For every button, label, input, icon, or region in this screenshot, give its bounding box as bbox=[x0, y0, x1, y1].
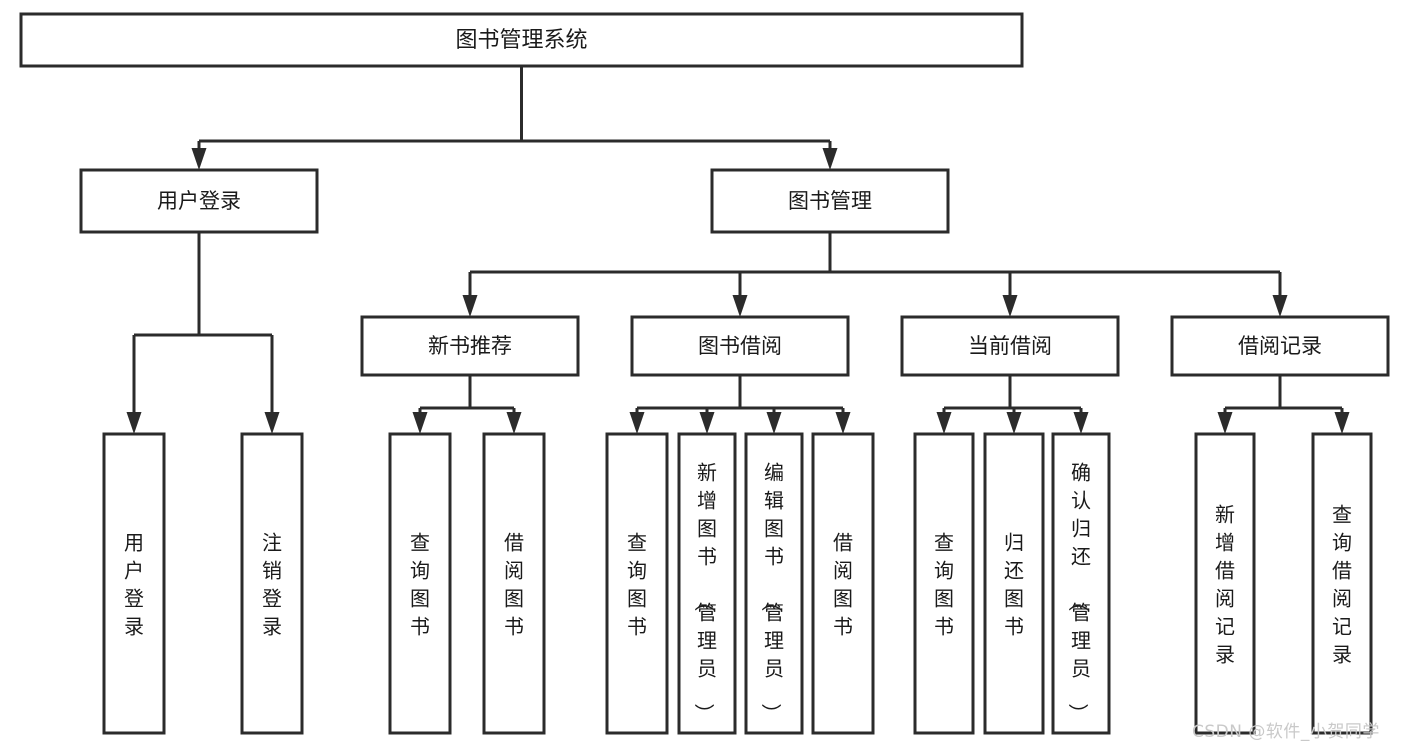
node-box[interactable] bbox=[983, 432, 1045, 735]
node-user-login[interactable]: 用户登录 bbox=[79, 168, 319, 234]
node-new-book-recommend[interactable]: 新书推荐 bbox=[360, 315, 580, 377]
arrow-head-icon bbox=[126, 412, 142, 434]
node-box[interactable] bbox=[482, 432, 546, 735]
arrow-head-icon bbox=[506, 412, 522, 434]
node-box[interactable] bbox=[1311, 432, 1373, 735]
arrow-head-icon bbox=[699, 412, 715, 434]
node-label: 查询图书 bbox=[627, 530, 647, 638]
arrow-head-icon bbox=[264, 412, 280, 434]
node-leaf-confirm-return-admin[interactable]: 确认归还（管理员） bbox=[1051, 432, 1111, 735]
connector-group bbox=[1217, 375, 1350, 434]
arrow-head-icon bbox=[1334, 412, 1350, 434]
node-label: 查询图书 bbox=[934, 530, 954, 638]
arrow-head-icon bbox=[1002, 295, 1018, 317]
node-root[interactable]: 图书管理系统 bbox=[19, 12, 1024, 68]
arrow-head-icon bbox=[1217, 412, 1233, 434]
node-leaf-edit-book-admin[interactable]: 编辑图书（管理员） bbox=[744, 432, 804, 735]
connector-group bbox=[629, 375, 851, 434]
node-leaf-query-book-3[interactable]: 查询图书 bbox=[913, 432, 975, 735]
node-label: 借阅图书 bbox=[504, 530, 524, 638]
node-leaf-query-book-2[interactable]: 查询图书 bbox=[605, 432, 669, 735]
node-box[interactable] bbox=[605, 432, 669, 735]
node-box[interactable] bbox=[79, 168, 319, 234]
node-borrow-record[interactable]: 借阅记录 bbox=[1170, 315, 1390, 377]
node-label: 借阅图书 bbox=[833, 530, 853, 638]
node-label: 归还图书 bbox=[1004, 530, 1024, 638]
node-box[interactable] bbox=[102, 432, 166, 735]
node-label: 图书管理系统 bbox=[455, 28, 587, 53]
node-box[interactable] bbox=[240, 432, 304, 735]
node-box[interactable] bbox=[677, 432, 737, 735]
arrow-head-icon bbox=[822, 148, 838, 170]
arrow-head-icon bbox=[936, 412, 952, 434]
arrow-head-icon bbox=[462, 295, 478, 317]
node-leaf-add-borrow-record[interactable]: 新增借阅记录 bbox=[1194, 432, 1256, 735]
connector-group bbox=[126, 232, 280, 434]
node-label: 图书管理 bbox=[788, 189, 872, 213]
connector-group bbox=[412, 375, 522, 434]
node-book-borrow[interactable]: 图书借阅 bbox=[630, 315, 850, 377]
node-layer: 图书管理系统用户登录图书管理新书推荐图书借阅当前借阅借阅记录用户登录注销登录查询… bbox=[19, 12, 1390, 735]
arrow-head-icon bbox=[835, 412, 851, 434]
arrow-head-icon bbox=[766, 412, 782, 434]
node-label: 编辑图书（管理员） bbox=[759, 460, 784, 723]
watermark-label: CSDN @软件_小贺同学 bbox=[1192, 722, 1380, 742]
arrow-head-icon bbox=[732, 295, 748, 317]
arrow-head-icon bbox=[191, 148, 207, 170]
node-box[interactable] bbox=[1194, 432, 1256, 735]
node-leaf-query-borrow-record[interactable]: 查询借阅记录 bbox=[1311, 432, 1373, 735]
node-box[interactable] bbox=[19, 12, 1024, 68]
node-box[interactable] bbox=[1170, 315, 1390, 377]
arrow-head-icon bbox=[412, 412, 428, 434]
node-label: 查询借阅记录 bbox=[1332, 502, 1352, 666]
node-leaf-user-logout[interactable]: 注销登录 bbox=[240, 432, 304, 735]
node-leaf-borrow-book-2[interactable]: 借阅图书 bbox=[811, 432, 875, 735]
node-box[interactable] bbox=[913, 432, 975, 735]
node-label: 新书推荐 bbox=[428, 334, 512, 358]
node-label: 当前借阅 bbox=[968, 334, 1052, 358]
node-label: 用户登录 bbox=[157, 189, 241, 213]
node-leaf-return-book[interactable]: 归还图书 bbox=[983, 432, 1045, 735]
connector-group bbox=[936, 375, 1089, 434]
node-box[interactable] bbox=[360, 315, 580, 377]
arrow-head-icon bbox=[1073, 412, 1089, 434]
node-book-manage[interactable]: 图书管理 bbox=[710, 168, 950, 234]
node-box[interactable] bbox=[744, 432, 804, 735]
node-leaf-add-book-admin[interactable]: 新增图书（管理员） bbox=[677, 432, 737, 735]
node-box[interactable] bbox=[900, 315, 1120, 377]
node-box[interactable] bbox=[388, 432, 452, 735]
connector-group bbox=[191, 66, 838, 170]
node-label: 注销登录 bbox=[262, 530, 282, 638]
connector-layer bbox=[126, 66, 1350, 434]
node-leaf-borrow-book-1[interactable]: 借阅图书 bbox=[482, 432, 546, 735]
node-label: 新增图书（管理员） bbox=[692, 460, 717, 723]
node-box[interactable] bbox=[710, 168, 950, 234]
node-label: 用户登录 bbox=[124, 530, 144, 638]
connector-group bbox=[462, 232, 1288, 317]
node-label: 确认归还（管理员） bbox=[1066, 460, 1091, 723]
node-leaf-query-book-1[interactable]: 查询图书 bbox=[388, 432, 452, 735]
node-label: 查询图书 bbox=[410, 530, 430, 638]
node-label: 图书借阅 bbox=[698, 334, 782, 358]
node-current-borrow[interactable]: 当前借阅 bbox=[900, 315, 1120, 377]
node-box[interactable] bbox=[811, 432, 875, 735]
node-leaf-user-login[interactable]: 用户登录 bbox=[102, 432, 166, 735]
node-box[interactable] bbox=[630, 315, 850, 377]
node-label: 借阅记录 bbox=[1238, 334, 1322, 358]
arrow-head-icon bbox=[1272, 295, 1288, 317]
arrow-head-icon bbox=[1006, 412, 1022, 434]
node-box[interactable] bbox=[1051, 432, 1111, 735]
node-label: 新增借阅记录 bbox=[1215, 502, 1235, 666]
arrow-head-icon bbox=[629, 412, 645, 434]
